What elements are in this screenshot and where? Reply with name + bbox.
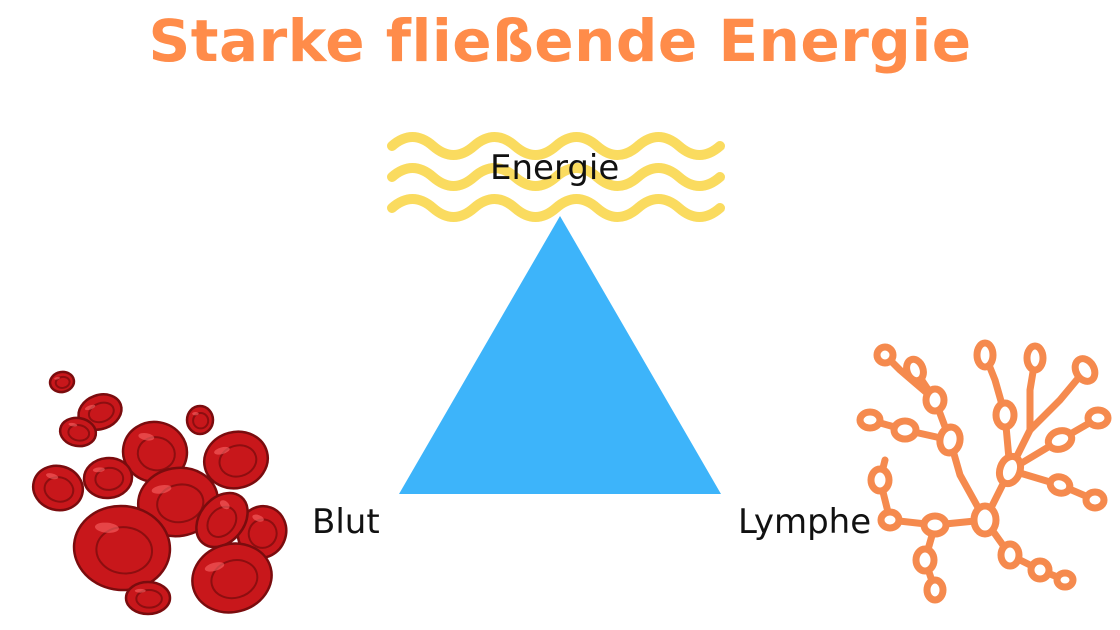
- lymph-node: [1027, 557, 1053, 583]
- lymph-node: [922, 385, 948, 415]
- lymph-vessels-icon: [856, 339, 1112, 604]
- lymph-node: [890, 417, 920, 443]
- lymph-node: [1023, 342, 1047, 374]
- blood-cell: [72, 504, 172, 592]
- red-blood-cells-icon: [31, 370, 288, 616]
- lymph-node: [1071, 355, 1099, 385]
- lymph-node: [1084, 406, 1112, 430]
- label-lymphe: Lymphe: [738, 502, 872, 542]
- blood-cell: [195, 491, 249, 549]
- lymph-node: [903, 355, 927, 385]
- blood-cell: [82, 456, 134, 500]
- lymph-node: [920, 512, 950, 538]
- page-title: Starke fließende Energie: [148, 7, 972, 75]
- blood-cell: [191, 542, 273, 614]
- energy-wave-line: [387, 163, 725, 191]
- lymph-vessel: [981, 516, 1069, 584]
- label-blut: Blut: [312, 502, 380, 542]
- lymph-node: [856, 408, 884, 432]
- lymph-node: [970, 502, 1000, 538]
- triangle-shape: [399, 216, 721, 494]
- lymph-node: [1053, 569, 1077, 591]
- lymph-node: [923, 576, 947, 604]
- label-energie: Energie: [490, 148, 620, 188]
- blood-cell: [185, 404, 215, 436]
- blood-cell: [48, 370, 76, 394]
- energy-waves-icon: [387, 132, 725, 222]
- lymph-node: [873, 343, 897, 367]
- lymph-node: [995, 452, 1025, 488]
- blood-cell: [58, 416, 98, 448]
- energy-wave-line: [387, 132, 725, 160]
- lymph-node: [992, 399, 1018, 431]
- blood-cell: [203, 430, 269, 490]
- lymph-node: [936, 423, 964, 457]
- lymph-node: [1044, 427, 1076, 453]
- lymph-node: [973, 339, 997, 371]
- lymph-node: [912, 545, 938, 575]
- lymph-node: [997, 540, 1023, 570]
- lymph-node: [867, 465, 893, 495]
- lymph-node: [877, 508, 903, 532]
- blood-cell: [31, 464, 85, 512]
- energy-wave-line: [387, 194, 725, 222]
- blood-cell: [124, 580, 172, 616]
- lymph-node: [1082, 488, 1108, 512]
- lymph-node: [1046, 473, 1074, 497]
